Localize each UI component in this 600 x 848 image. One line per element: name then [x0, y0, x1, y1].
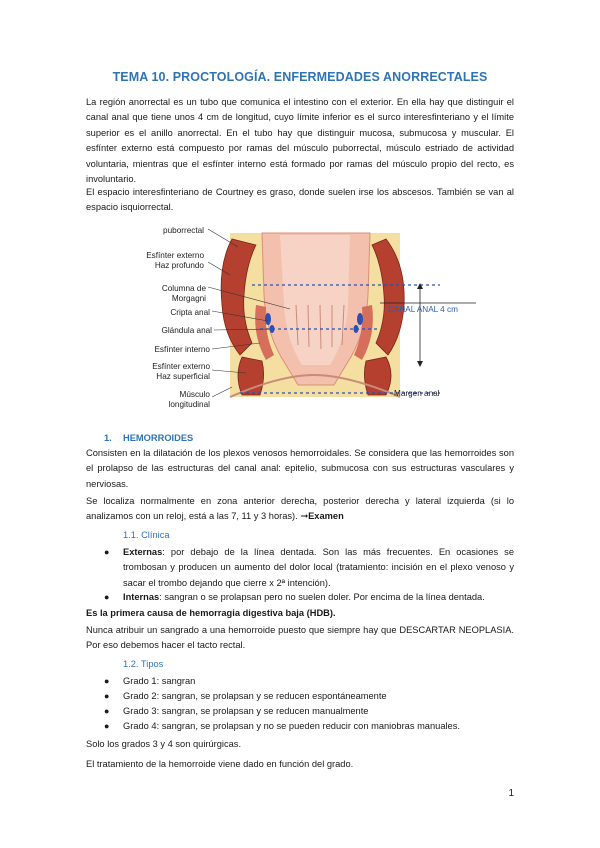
- list-item-grado-3: ● Grado 3: sangran, se prolapsan y se re…: [104, 704, 514, 719]
- externas-text: : por debajo de la línea dentada. Son la…: [123, 547, 514, 588]
- hemorroides-definition: Consisten en la dilatación de los plexos…: [86, 448, 514, 489]
- neoplasia-warning: Nunca atribuir un sangrado a una hemorro…: [86, 625, 514, 651]
- quirurgicas-note: Solo los grados 3 y 4 son quirúrgicas.: [86, 739, 242, 749]
- hdb-statement: Es la primera causa de hemorragia digest…: [86, 608, 336, 618]
- label-margen-anal: Margen anal: [394, 389, 440, 398]
- anorectal-anatomy-figure: puborrectal Esfínter externo Haz profund…: [146, 226, 476, 409]
- grado-text: Grado 4: sangran, se prolapsan y no se p…: [123, 721, 460, 731]
- right-internal-sphincter: [354, 305, 373, 360]
- label-superficial-bundle: Haz superficial: [156, 372, 210, 381]
- section-title: HEMORROIDES: [123, 433, 194, 443]
- morgagni-columns: [295, 304, 345, 350]
- examen-tag: Examen: [308, 511, 344, 522]
- label-cripta: Cripta anal: [170, 308, 210, 317]
- internas-label: Internas: [123, 592, 160, 602]
- bullet-icon: ●: [104, 676, 110, 686]
- label-morgagni-1: Columna de: [162, 284, 207, 293]
- bullet-icon: ●: [104, 592, 110, 602]
- left-deep-external-sphincter: [220, 238, 257, 356]
- location-text: Se localiza normalmente en zona anterior…: [86, 496, 514, 522]
- section-heading-hemorroides: 1. HEMORROIDES: [104, 433, 193, 443]
- label-glandula: Glándula anal: [161, 326, 212, 335]
- label-musculo: Músculo: [180, 390, 211, 399]
- label-ext-sphincter-sup: Esfínter externo: [152, 362, 210, 371]
- arrow-right-icon: ➞: [300, 511, 309, 522]
- page-title: TEMA 10. PROCTOLOGÍA. ENFERMEDADES ANORR…: [112, 70, 488, 84]
- grado-text: Grado 1: sangran: [123, 676, 196, 686]
- bullet-icon: ●: [104, 547, 110, 557]
- label-canal-anal: CANAL ANAL 4 cm: [388, 305, 458, 314]
- bullet-icon: ●: [104, 706, 110, 716]
- bullet-icon: ●: [104, 691, 110, 701]
- courtney-paragraph: El espacio interesfinteriano de Courtney…: [86, 187, 514, 213]
- skin-line: [229, 373, 401, 398]
- list-item-grado-1: ● Grado 1: sangran: [104, 674, 514, 689]
- right-deep-external-sphincter: [371, 238, 405, 356]
- tratamiento-note: El tratamiento de la hemorroide viene da…: [86, 759, 354, 769]
- list-item-grado-2: ● Grado 2: sangran, se prolapsan y se re…: [104, 689, 514, 704]
- label-deep-bundle: Haz profundo: [155, 261, 205, 270]
- bullet-icon: ●: [104, 721, 110, 731]
- subheading-clinica: 1.1. Clínica: [123, 530, 170, 540]
- externas-label: Externas: [123, 547, 163, 557]
- section-number: 1.: [104, 433, 112, 443]
- list-item-internas: ● Internas: sangran o se prolapsan pero …: [104, 590, 514, 605]
- canal-measure-arrow: [380, 285, 476, 365]
- list-item-grado-4: ● Grado 4: sangran, se prolapsan y no se…: [104, 719, 514, 734]
- hemorroides-location: Se localiza normalmente en zona anterior…: [86, 494, 514, 525]
- arrow-down-icon: [417, 361, 423, 367]
- left-internal-sphincter: [255, 305, 274, 360]
- label-morgagni-2: Morgagni: [172, 294, 206, 303]
- label-ext-sphincter-deep: Esfínter externo: [146, 251, 204, 260]
- arrow-up-icon: [417, 283, 423, 289]
- label-longitudinal: longitudinal: [169, 400, 211, 409]
- page-number: 1: [508, 788, 514, 799]
- label-internal-sphincter: Esfínter interno: [154, 345, 210, 354]
- subheading-tipos: 1.2. Tipos: [123, 659, 164, 669]
- grado-text: Grado 2: sangran, se prolapsan y se redu…: [123, 691, 387, 701]
- list-item-externas: ● Externas: por debajo de la línea denta…: [104, 545, 514, 591]
- leader-lines: [207, 228, 291, 398]
- internas-text: : sangran o se prolapsan pero no suelen …: [159, 592, 485, 602]
- label-puborrectal: puborrectal: [163, 226, 204, 235]
- level-lines: [240, 284, 440, 394]
- intro-paragraph: La región anorrectal es un tubo que comu…: [86, 97, 514, 185]
- grado-text: Grado 3: sangran, se prolapsan y se redu…: [123, 706, 369, 716]
